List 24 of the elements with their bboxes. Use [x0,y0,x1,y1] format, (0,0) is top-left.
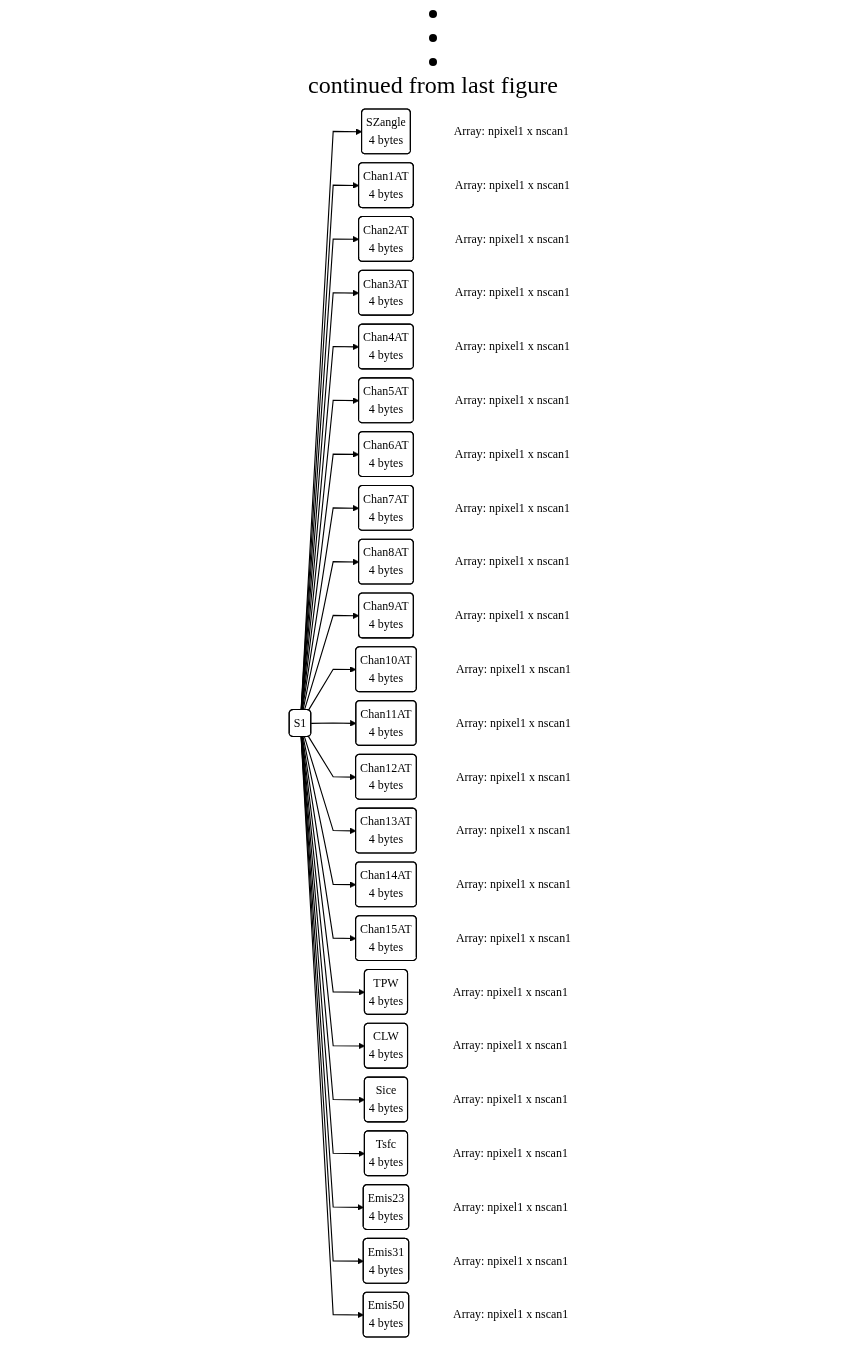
node-label: Array: npixel1 x nscan1 [454,554,570,568]
note-text: continued from last figure [308,72,558,99]
node-label: Array: npixel1 x nscan1 [455,770,572,783]
node-label: Array: npixel1 x nscan1 [454,447,570,461]
node-label: Array: npixel1 x nscan1 [452,1146,568,1160]
node-label: Array: npixel1 x nscan1 [452,985,568,998]
node-label: Array: npixel1 x nscan1 [453,1254,569,1267]
node-label: Array: npixel1 x nscan1 [453,1200,569,1214]
node-label: Array: npixel1 x nscan1 [454,286,570,299]
node-label: Array: npixel1 x nscan1 [455,662,572,676]
node-label: Array: npixel1 x nscan1 [452,1038,568,1052]
node-label: Array: npixel1 x nscan1 [454,608,570,622]
node-label: Array: npixel1 x nscan1 [454,393,570,407]
node-label: Array: npixel1 x nscan1 [455,716,571,729]
node-label: Array: npixel1 x nscan1 [454,339,570,353]
node-label: Array: npixel1 x nscan1 [453,1307,569,1321]
node-label: Array: npixel1 x nscan1 [453,124,569,138]
node-label: Array: npixel1 x nscan1 [454,501,570,514]
node-label: Array: npixel1 x nscan1 [455,823,572,837]
node-label: Array: npixel1 x nscan1 [455,931,572,945]
node-label: Array: npixel1 x nscan1 [454,178,570,192]
node-label: Array: npixel1 x nscan1 [454,232,570,245]
node-label: Array: npixel1 x nscan1 [455,877,572,891]
node-label: Array: npixel1 x nscan1 [452,1092,568,1106]
